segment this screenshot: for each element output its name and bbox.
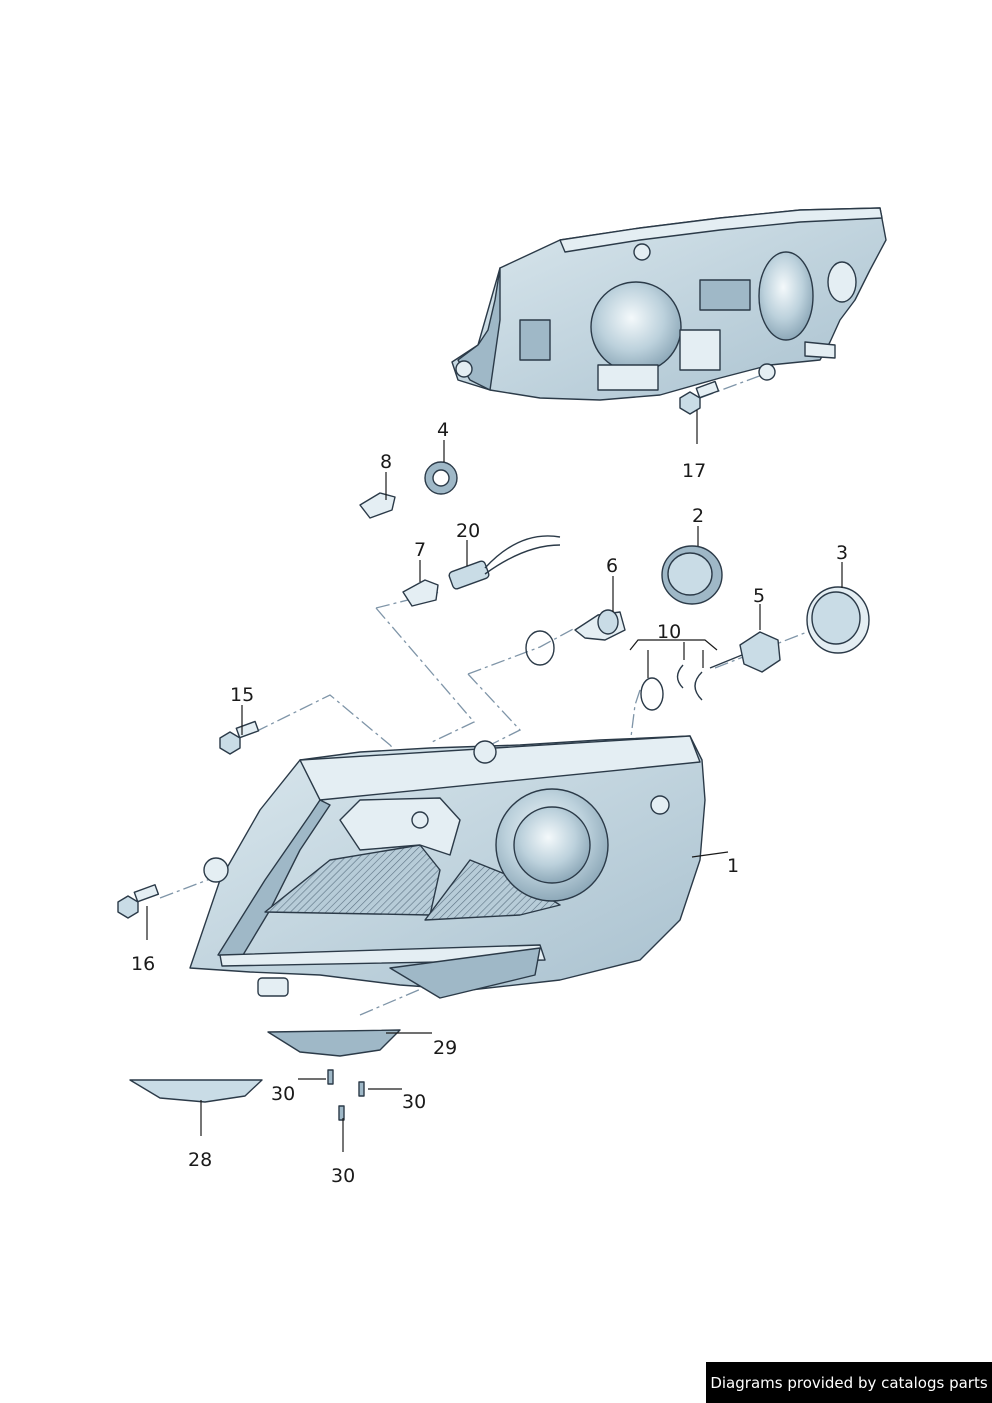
bulb-part-8 — [359, 492, 396, 519]
screw-part-16 — [117, 884, 160, 919]
cover-strip-part-29 — [267, 1029, 401, 1057]
headlamp-housing-rear — [451, 207, 887, 401]
label-part-16: 16 — [131, 953, 155, 975]
label-part-30-bottom: 30 — [331, 1165, 355, 1187]
label-part-6: 6 — [606, 555, 618, 577]
leader-lines — [146, 410, 843, 1152]
label-part-2: 2 — [692, 505, 704, 527]
screw-part-17 — [679, 380, 720, 415]
label-part-5: 5 — [753, 585, 765, 607]
label-part-29: 29 — [433, 1037, 457, 1059]
part-labels: 1 2 3 4 5 6 7 8 10 15 16 17 20 28 29 30 … — [131, 419, 848, 1187]
label-part-3: 3 — [836, 542, 848, 564]
grommet-part-4 — [424, 461, 458, 495]
ring-and-clips-part-10 — [525, 630, 703, 711]
label-part-1: 1 — [727, 855, 739, 877]
label-part-17: 17 — [682, 460, 706, 482]
screw-part-15 — [219, 720, 260, 755]
cover-part-3 — [806, 586, 870, 654]
trim-part-28 — [129, 1079, 263, 1103]
bulb-part-7 — [402, 579, 439, 607]
halogen-bulb-part-6 — [574, 609, 626, 641]
label-part-7: 7 — [414, 539, 426, 561]
screw-part-30 — [327, 1069, 365, 1121]
label-part-10: 10 — [657, 621, 681, 643]
label-part-20: 20 — [456, 520, 480, 542]
label-part-30-left: 30 — [271, 1083, 295, 1105]
label-part-30-right: 30 — [402, 1091, 426, 1113]
watermark: Diagrams provided by catalogs parts — [706, 1362, 992, 1403]
label-part-4: 4 — [437, 419, 449, 441]
label-part-28: 28 — [188, 1149, 212, 1171]
label-part-8: 8 — [380, 451, 392, 473]
label-part-15: 15 — [230, 684, 254, 706]
cap-part-2 — [661, 545, 723, 605]
headlamp-assembly — [189, 735, 706, 999]
xenon-bulb-part-5 — [709, 631, 781, 673]
bulb-holder-part-20 — [448, 535, 561, 590]
